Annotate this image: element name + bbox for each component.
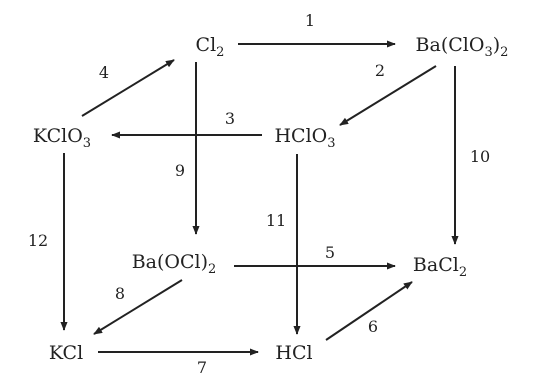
edge-label-11: 11 bbox=[266, 211, 286, 230]
edge-label-9: 9 bbox=[175, 161, 185, 180]
edge-label-8: 8 bbox=[115, 284, 125, 303]
node-ba-clo3-2: Ba(ClO3)2 bbox=[416, 34, 509, 60]
edge-4 bbox=[81, 59, 175, 117]
node-ba-ocl-2: Ba(OCl)2 bbox=[132, 251, 217, 277]
edge-6 bbox=[325, 281, 413, 341]
edge-label-1: 1 bbox=[305, 11, 315, 30]
edge-label-3: 3 bbox=[225, 109, 235, 128]
edge-label-12: 12 bbox=[28, 231, 48, 250]
edge-label-7: 7 bbox=[197, 358, 207, 376]
edge-2 bbox=[339, 65, 437, 126]
edge-label-6: 6 bbox=[368, 317, 378, 336]
node-bacl2: BaCl2 bbox=[413, 254, 467, 280]
node-kclo3: KClO3 bbox=[33, 125, 91, 151]
node-kcl: KCl bbox=[49, 342, 83, 364]
edge-label-10: 10 bbox=[470, 147, 490, 166]
node-hclo3: HClO3 bbox=[274, 125, 335, 151]
node-hcl: HCl bbox=[275, 342, 312, 364]
edge-8 bbox=[93, 279, 183, 335]
edge-label-5: 5 bbox=[325, 243, 335, 262]
edge-label-4: 4 bbox=[99, 63, 109, 82]
edge-label-2: 2 bbox=[375, 61, 385, 80]
node-cl2: Cl2 bbox=[196, 34, 225, 60]
